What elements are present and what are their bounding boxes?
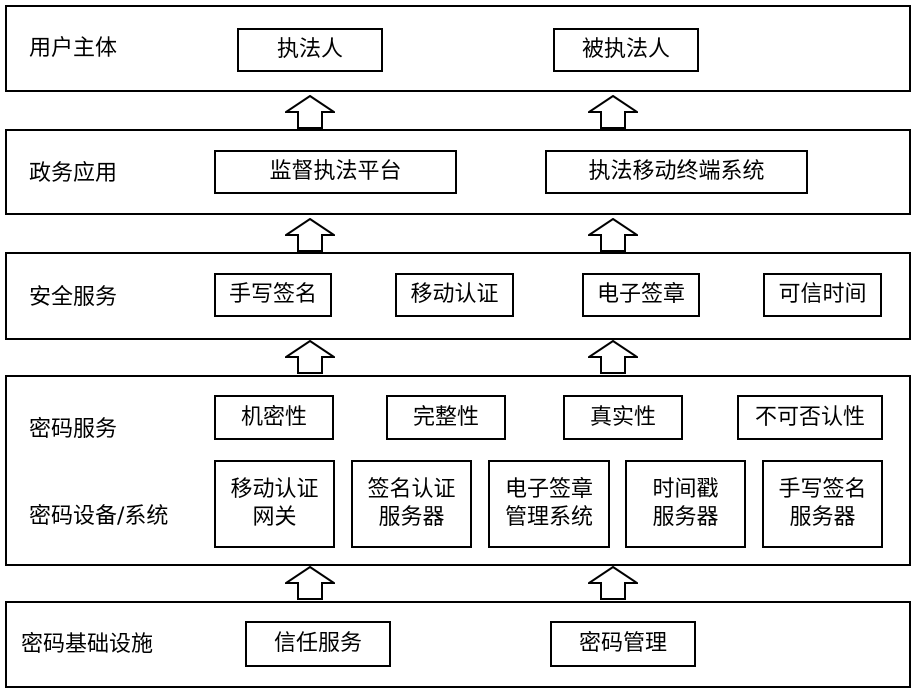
up-arrow-icon xyxy=(588,566,638,600)
box-confidentiality: 机密性 xyxy=(214,395,334,440)
up-arrow-icon xyxy=(285,566,335,600)
box-handwritten-signature-server: 手写签名 服务器 xyxy=(762,460,883,548)
box-enforcer: 执法人 xyxy=(237,28,383,72)
up-arrow-icon xyxy=(588,95,638,129)
box-signature-auth-server: 签名认证 服务器 xyxy=(351,460,472,548)
layer-label-gov-application: 政务应用 xyxy=(29,161,118,186)
up-arrow-icon xyxy=(588,340,638,374)
up-arrow-icon xyxy=(285,340,335,374)
box-supervision-platform: 监督执法平台 xyxy=(214,150,457,194)
up-arrow-icon xyxy=(588,218,638,252)
layer-label-crypto-infrastructure: 密码基础设施 xyxy=(21,632,154,657)
layer-crypto-infrastructure: 密码基础设施 xyxy=(5,601,911,688)
layer-label-security-service: 安全服务 xyxy=(29,285,118,310)
box-enforced-party: 被执法人 xyxy=(553,28,699,72)
box-mobile-terminal-system: 执法移动终端系统 xyxy=(545,150,808,194)
layer-label-crypto-device: 密码设备/系统 xyxy=(29,504,169,529)
box-mobile-auth: 移动认证 xyxy=(395,273,514,317)
box-crypto-management: 密码管理 xyxy=(550,621,696,667)
box-non-repudiation: 不可否认性 xyxy=(737,395,883,440)
box-e-seal: 电子签章 xyxy=(582,273,700,317)
box-trust-service: 信任服务 xyxy=(245,621,391,667)
layer-label-user-subject: 用户主体 xyxy=(29,36,118,61)
box-authenticity: 真实性 xyxy=(563,395,683,440)
box-handwritten-signature: 手写签名 xyxy=(214,273,332,317)
up-arrow-icon xyxy=(285,218,335,252)
layer-user-subject: 用户主体 xyxy=(5,5,911,92)
layer-label-crypto-service: 密码服务 xyxy=(29,417,118,442)
box-trusted-time: 可信时间 xyxy=(763,273,882,317)
box-integrity: 完整性 xyxy=(386,395,506,440)
box-mobile-auth-gateway: 移动认证 网关 xyxy=(214,460,335,548)
box-timestamp-server: 时间戳 服务器 xyxy=(625,460,746,548)
box-e-seal-management-system: 电子签章 管理系统 xyxy=(488,460,610,548)
up-arrow-icon xyxy=(285,95,335,129)
